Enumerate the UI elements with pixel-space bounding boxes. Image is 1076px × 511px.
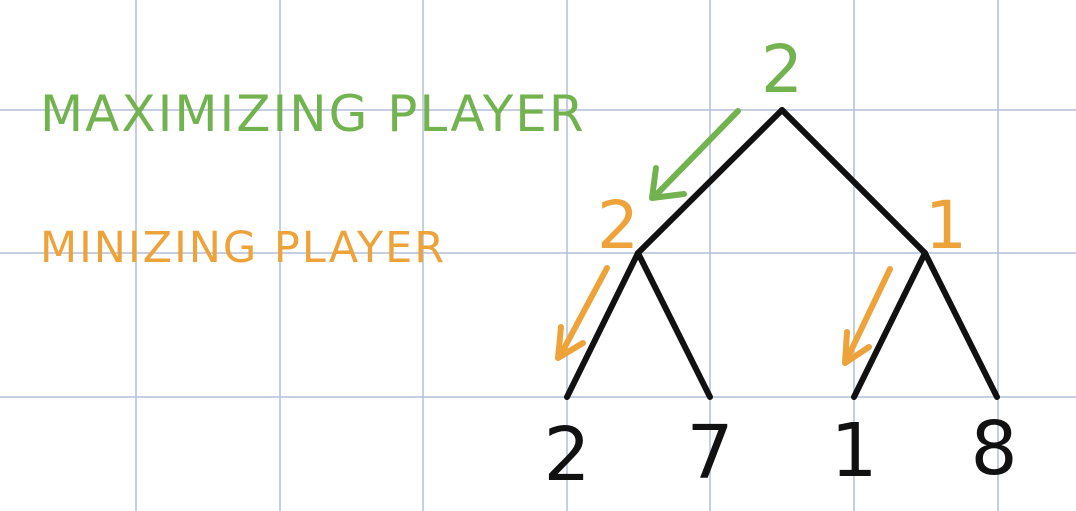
max-choice-arrow	[649, 108, 741, 201]
min-right-value: 1	[925, 187, 967, 264]
min-right-choice-arrow	[842, 266, 893, 366]
leaf-value: 1	[830, 408, 877, 494]
maximizing-player-label: MAXIMIZING PLAYER	[40, 85, 586, 143]
minimizing-player-label: MINIZING PLAYER	[40, 223, 446, 273]
edge-right-leaf4	[922, 250, 1000, 400]
min-left-value: 2	[597, 187, 639, 264]
edge-left-leaf2	[635, 250, 713, 400]
edge-root-left	[635, 107, 785, 256]
leaf-value: 2	[543, 412, 590, 498]
tree-edges	[564, 107, 1000, 400]
root-value: 2	[761, 31, 803, 108]
leaf-value: 8	[970, 406, 1017, 492]
edge-left-leaf1	[564, 250, 641, 400]
leaf-value: 7	[686, 410, 733, 496]
edge-right-leaf3	[851, 250, 928, 400]
min-left-choice-arrow	[555, 265, 610, 361]
edge-root-right	[779, 107, 928, 256]
